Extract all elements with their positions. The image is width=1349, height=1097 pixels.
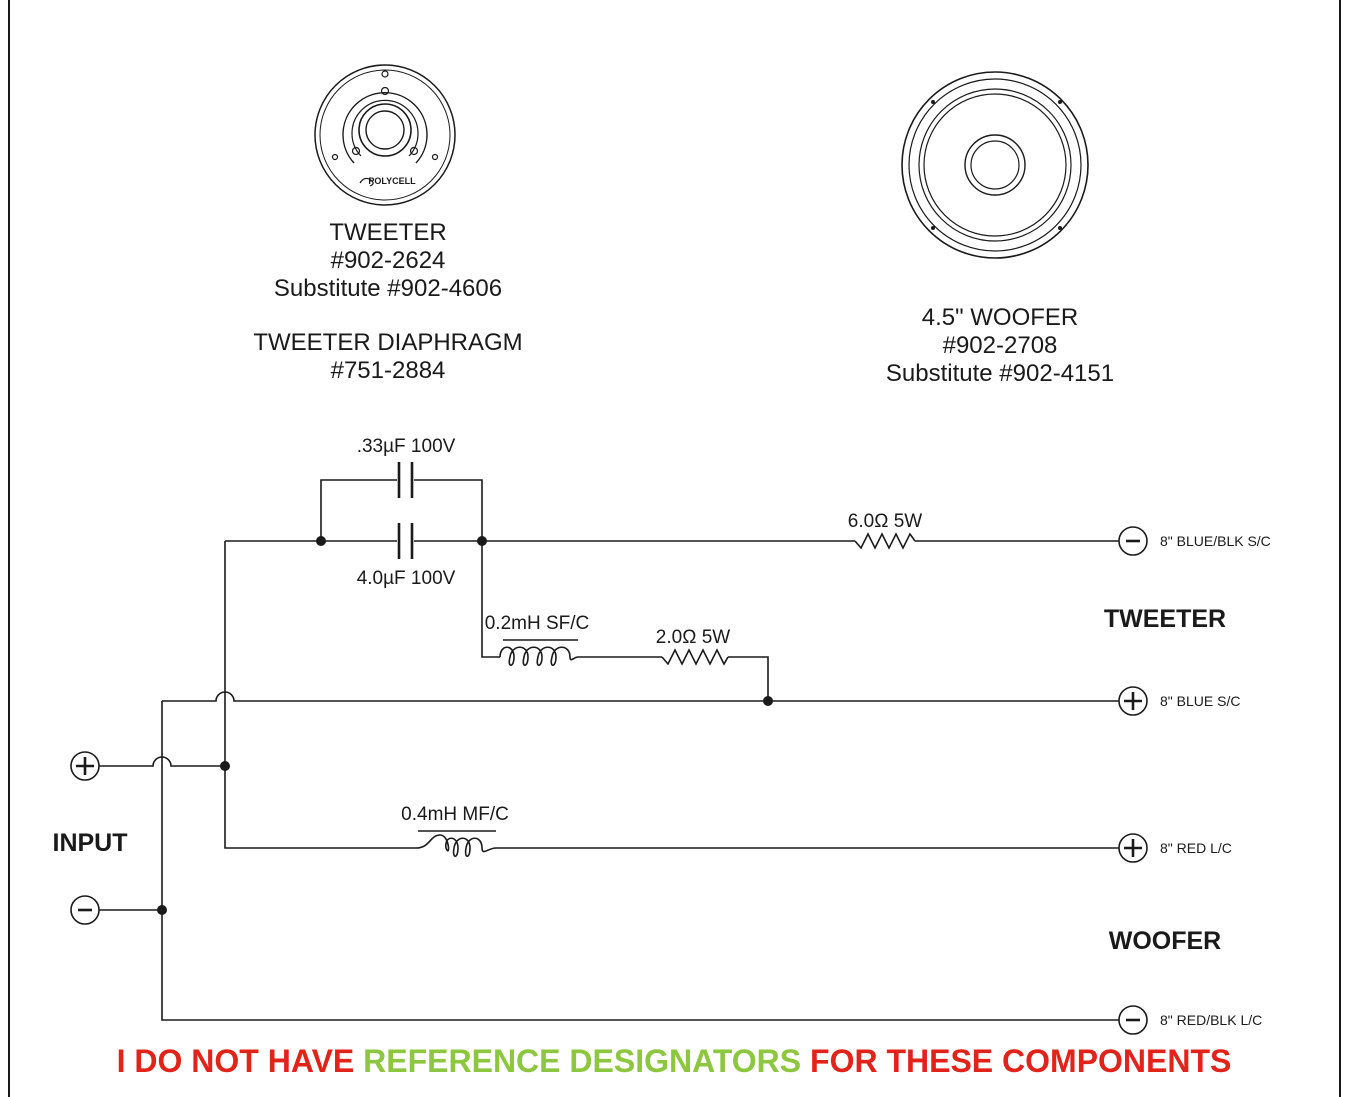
output-label-red: 8" RED L/C [1160,840,1232,856]
cap-4-label: 4.0µF 100V [357,568,456,589]
woofer-part-number: #902-2708 [943,332,1058,359]
junction-dot [220,761,230,771]
junction-dot [157,905,167,915]
output-label-blue: 8" BLUE S/C [1160,693,1240,709]
junction-dot [316,536,326,546]
output-terminal-red-blk [1118,1005,1148,1035]
circuit-wiring [99,479,1119,1021]
polycell-logo-icon [359,177,374,187]
res-6-label: 6.0Ω 5W [848,511,922,532]
input-minus-terminal [70,895,100,925]
output-label-blue-blk: 8" BLUE/BLK S/C [1160,533,1271,549]
notice-part3: FOR THESE COMPONENTS [801,1043,1231,1079]
notice-part2: REFERENCE DESIGNATORS [363,1043,801,1079]
woofer-substitute: Substitute #902-4151 [886,360,1114,387]
input-plus-terminal [70,751,100,781]
cap-033-label: .33µF 100V [357,436,456,457]
resistor-6-ohm [854,532,916,550]
output-label-red-blk: 8" RED/BLK L/C [1160,1012,1262,1028]
notice-banner: I DO NOT HAVE REFERENCE DESIGNATORS FOR … [117,1043,1232,1079]
section-tweeter: TWEETER [1104,605,1226,633]
output-terminal-blue-blk [1118,526,1148,556]
res-2-label: 2.0Ω 5W [656,627,730,648]
section-input: INPUT [53,829,128,857]
ind-02-label: 0.2mH SF/C [485,613,590,634]
inductor-02mh [499,639,579,667]
notice-part1: I DO NOT HAVE [117,1043,364,1079]
tweeter-diaphragm-part: #751-2884 [331,357,446,384]
woofer-title: 4.5" WOOFER [922,304,1079,331]
capacitor-4uf [397,523,414,559]
tweeter-title: TWEETER [329,219,446,246]
resistor-2-ohm [661,648,729,666]
output-terminal-red [1118,833,1148,863]
tweeter-substitute: Substitute #902-4606 [274,275,502,302]
tweeter-part-number: #902-2624 [331,247,446,274]
woofer-drawing [901,71,1089,259]
inductor-04mh [415,830,497,858]
tweeter-brand: POLYCELL [368,176,416,186]
tweeter-diaphragm-title: TWEETER DIAPHRAGM [253,329,522,356]
output-terminal-blue [1118,686,1148,716]
junction-dot [477,536,487,546]
junction-dot [763,696,773,706]
section-woofer: WOOFER [1109,927,1222,955]
tweeter-drawing: POLYCELL [314,64,456,206]
capacitor-033uf [397,462,414,498]
ind-04-label: 0.4mH MF/C [401,804,509,825]
